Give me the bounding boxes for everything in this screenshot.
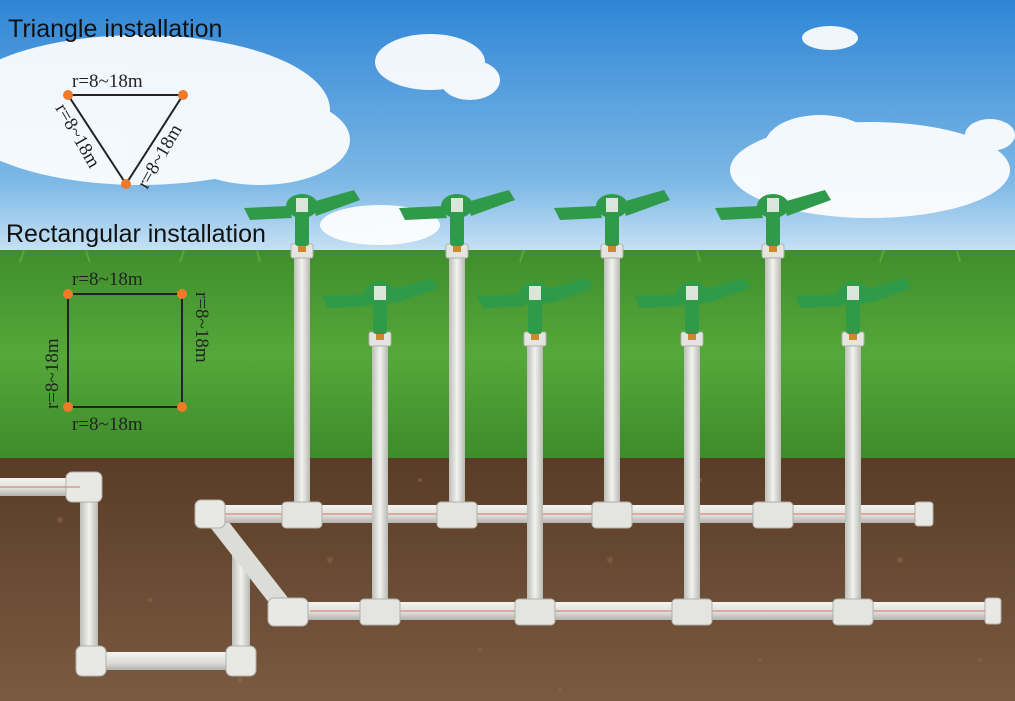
- sprinkler-front-1: [322, 278, 438, 626]
- rect-node-tl: [63, 289, 73, 299]
- clouds: [0, 26, 1015, 245]
- sprinkler-back-1: [244, 190, 360, 529]
- grass-field: [0, 250, 1015, 462]
- rectangle-diagram: Rectangular installation r=8~18m r=8~18m…: [6, 220, 266, 435]
- sprinkler-group: [244, 190, 911, 626]
- triangle-node-left: [63, 90, 73, 100]
- rect-left-label: r=8~18m: [42, 338, 63, 409]
- rect-top-label: r=8~18m: [72, 269, 143, 290]
- rect-node-bl: [63, 402, 73, 412]
- grass-blades: [19, 249, 961, 263]
- pipe-network: [0, 471, 1002, 677]
- sprinkler-front-4: [795, 278, 911, 626]
- rect-node-br: [177, 402, 187, 412]
- sprinkler-back-2: [399, 190, 515, 529]
- triangle-node-right: [178, 90, 188, 100]
- sprinkler-front-2: [477, 278, 593, 626]
- triangle-diagram: Triangle installation r=8~18m r=8~18m r=…: [8, 15, 222, 193]
- sprinkler-back-3: [554, 190, 670, 529]
- sprinkler-back-4: [715, 190, 831, 529]
- rectangular-heading: Rectangular installation: [6, 220, 266, 248]
- triangle-top-label: r=8~18m: [72, 71, 143, 92]
- rect-node-tr: [177, 289, 187, 299]
- soil-texture: [57, 478, 982, 692]
- rect-right-label: r=8~18m: [191, 292, 212, 363]
- rect-bottom-label: r=8~18m: [72, 414, 143, 435]
- triangle-heading: Triangle installation: [8, 15, 222, 43]
- triangle-node-bottom: [121, 179, 131, 189]
- sprinkler-front-3: [634, 278, 750, 626]
